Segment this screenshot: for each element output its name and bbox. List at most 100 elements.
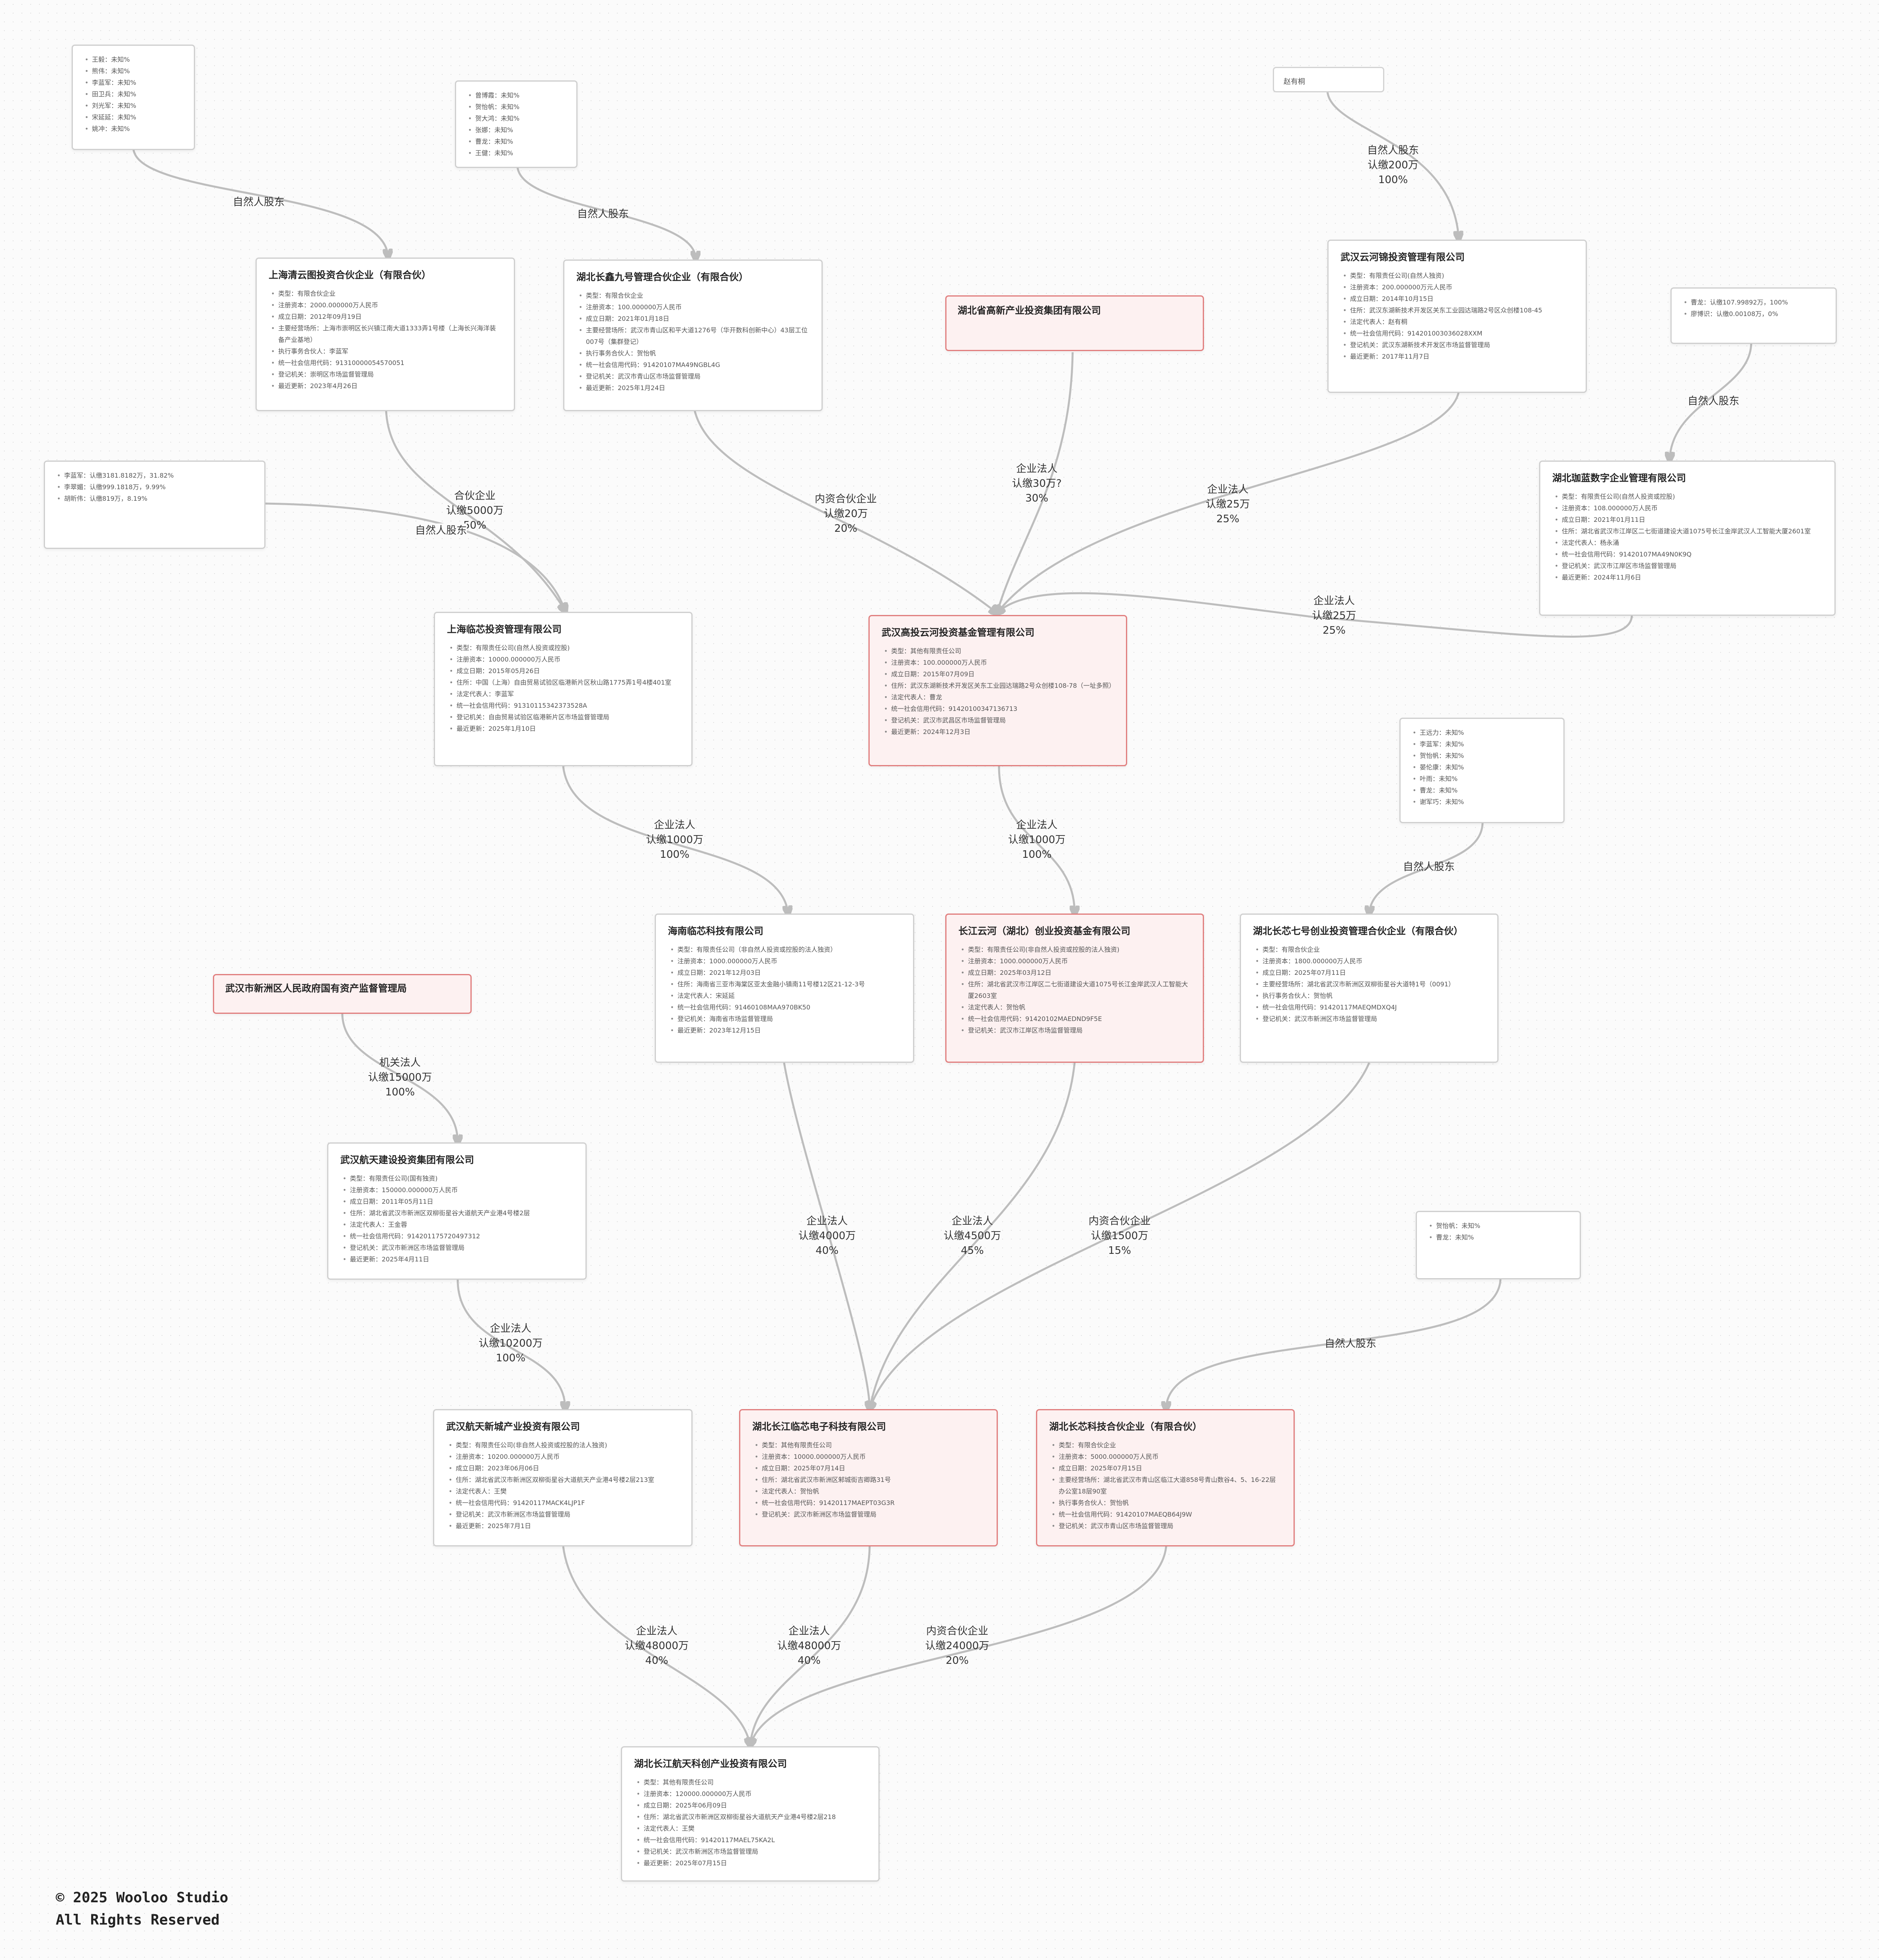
edge-label-percent: 45% bbox=[961, 1245, 984, 1257]
list-item: 曹龙：未知% bbox=[1410, 785, 1554, 796]
edge-label-percent: 30% bbox=[1025, 492, 1048, 504]
company-title: 湖北省高新产业投资集团有限公司 bbox=[958, 305, 1101, 316]
detail-item: 统一社会信用代码：914201003036028XXM bbox=[1340, 328, 1574, 339]
detail-item: 统一社会信用代码：91460108MAA970BK50 bbox=[668, 1001, 901, 1013]
detail-item: 主要经营场所：湖北省武汉市新洲区双柳街星谷大道特1号（0091） bbox=[1253, 978, 1485, 990]
detail-item: 成立日期：2011年05月11日 bbox=[340, 1196, 574, 1207]
company-title: 湖北长江航天科创产业投资有限公司 bbox=[634, 1758, 787, 1769]
detail-item: 法定代表人：王樊 bbox=[634, 1823, 866, 1834]
company-shanghai-qingyun[interactable]: 上海清云图投资合伙企业（有限合伙） 类型：有限合伙企业 注册资本：2000.00… bbox=[256, 258, 515, 411]
detail-item: 登记机关：武汉市青山区市场监督管理局 bbox=[576, 371, 810, 382]
detail-item: 执行事务合伙人：贺怡帆 bbox=[1049, 1497, 1282, 1509]
detail-item: 登记机关：武汉市青山区市场监督管理局 bbox=[1049, 1520, 1282, 1532]
detail-item: 统一社会信用代码：9142010034713671​3 bbox=[882, 703, 1114, 715]
edge-label-amount: 认缴15000万 bbox=[368, 1072, 432, 1083]
company-changjiang-yunhe[interactable]: 长江云河（湖北）创业投资基金有限公司 类型：有限责任公司(非自然人投资或控股的法… bbox=[945, 914, 1204, 1063]
company-details: 类型：有限责任公司(非自然人投资或控股的法人独资) 注册资本：10200.000… bbox=[446, 1439, 679, 1532]
shareholder-list-jialan[interactable]: 曹龙：认缴107.99892万，100% 廖博识：认缴0.00108万，0% bbox=[1670, 287, 1837, 344]
company-hubei-changxin-qihao[interactable]: 湖北长芯七号创业投资管理合伙企业（有限合伙） 类型：有限合伙企业 注册资本：18… bbox=[1240, 914, 1499, 1063]
detail-item: 法定代表人：贺怡帆 bbox=[752, 1486, 985, 1497]
company-wuhan-hangtian-xincheng[interactable]: 武汉航天新城产业投资有限公司 类型：有限责任公司(非自然人投资或控股的法人独资)… bbox=[433, 1409, 693, 1546]
detail-item: 注册资本：5000.000000万人民币 bbox=[1049, 1451, 1282, 1462]
company-wuhan-hangtian-group[interactable]: 武汉航天建设投资集团有限公司 类型：有限责任公司(国有独资) 注册资本：1500… bbox=[327, 1142, 587, 1280]
detail-item: 最近更新：2025年07月15日 bbox=[634, 1857, 866, 1869]
detail-item: 法定代表人：宋延延 bbox=[668, 990, 901, 1001]
company-wuhan-gaotou[interactable]: 武汉高投云河投资基金管理有限公司 类型：其他有限责任公司 注册资本：100.00… bbox=[868, 615, 1127, 766]
company-title: 湖北长江临芯电子科技有限公司 bbox=[752, 1421, 886, 1432]
edge-label-group-xincheng: 企业法人 认缴10200万 100% bbox=[479, 1322, 543, 1366]
list-item: 张娜：未知% bbox=[466, 124, 567, 136]
company-wuhan-yunhe-jinxiu[interactable]: 武汉云河锦投资管理有限公司 类型：有限责任公司(自然人独资) 注册资本：200.… bbox=[1327, 240, 1587, 393]
company-hubei-changxin-jiuhao[interactable]: 湖北长鑫九号管理合伙企业（有限合伙） 类型：有限合伙企业 注册资本：100.00… bbox=[563, 260, 823, 411]
list-item: 刘光军：未知% bbox=[82, 100, 184, 111]
shareholder-list: 曹龙：认缴107.99892万，100% 廖博识：认缴0.00108万，0% bbox=[1681, 297, 1826, 320]
company-details: 类型：其他有限责任公司 注册资本：10000.000000万人民币 成立日期：2… bbox=[752, 1439, 985, 1520]
list-item: 曾博霞：未知% bbox=[466, 90, 567, 101]
detail-item: 成立日期：2025年03月12日 bbox=[958, 967, 1191, 978]
edge-label-amount: 认缴48000万 bbox=[624, 1640, 689, 1652]
list-item: 叶雨：未知% bbox=[1410, 773, 1554, 785]
detail-item: 注册资本：108.000000万人民币 bbox=[1552, 502, 1822, 514]
list-item: 曹龙：未知% bbox=[1426, 1232, 1570, 1243]
footer: © 2025 Wooloo Studio All Rights Reserved bbox=[56, 1887, 228, 1931]
edge-label-amount: 认缴48000万 bbox=[777, 1640, 841, 1652]
detail-item: 法定代表人：王樊 bbox=[446, 1486, 679, 1497]
company-title: 湖北珈蓝数字企业管理有限公司 bbox=[1552, 472, 1686, 484]
shareholder-list-linxin[interactable]: 李蓝军：认缴3181.8182万，31.82% 李翠媚：认缴999.1818万，… bbox=[44, 461, 265, 549]
detail-item: 登记机关：自由贸易试验区临港新片区市场监督管理局 bbox=[447, 711, 679, 723]
company-title: 武汉云河锦投资管理有限公司 bbox=[1340, 252, 1465, 263]
list-item: 贺怡帆：未知% bbox=[1410, 750, 1554, 761]
company-title: 长江云河（湖北）创业投资基金有限公司 bbox=[958, 925, 1130, 937]
detail-item: 统一社会信用代码：91420107MA49NGBL4G bbox=[576, 359, 810, 371]
detail-item: 成立日期：2021年01月18日 bbox=[576, 313, 810, 324]
list-item: 王健：未知% bbox=[466, 147, 567, 159]
detail-item: 执行事务合伙人：贺怡帆 bbox=[1253, 990, 1485, 1001]
edge-label-type: 机关法人 bbox=[379, 1057, 421, 1069]
detail-item: 法定代表人：贺怡帆 bbox=[958, 1001, 1191, 1013]
edge-label-percent: 25% bbox=[1323, 625, 1346, 636]
detail-item: 登记机关：崇明区市场监督管理局 bbox=[269, 369, 502, 380]
company-hainan-linxin[interactable]: 海南临芯科技有限公司 类型：有限责任公司（非自然人投资或控股的法人独资） 注册资… bbox=[655, 914, 914, 1063]
edge-label-percent: 25% bbox=[1216, 513, 1239, 525]
shareholder-list-jiuhao[interactable]: 曾博霞：未知% 贺怡帆：未知% 贺大鸿：未知% 张娜：未知% 曹龙：未知% 王健… bbox=[455, 80, 578, 168]
company-hubei-gaoxin[interactable]: 湖北省高新产业投资集团有限公司 bbox=[945, 295, 1204, 351]
detail-item: 类型：有限责任公司(国有独资) bbox=[340, 1173, 574, 1184]
company-details: 类型：其他有限责任公司 注册资本：100.000000万人民币 成立日期：201… bbox=[882, 645, 1115, 738]
company-hubei-changjiang-linxin[interactable]: 湖北长江临芯电子科技有限公司 类型：其他有限责任公司 注册资本：10000.00… bbox=[739, 1409, 998, 1546]
shareholder-list-qingyun[interactable]: 王毅：未知% 熊伟：未知% 李蓝军：未知% 田卫兵：未知% 刘光军：未知% 宋延… bbox=[72, 45, 195, 150]
detail-item: 住所：武汉东湖新技术开发区关东工业园达瑞路2号区众创楼108-45 bbox=[1340, 305, 1574, 316]
detail-item: 统一社会信用代码：91420117572049731​2 bbox=[340, 1230, 574, 1242]
detail-item: 最近更新：2025年7月1日 bbox=[446, 1520, 679, 1532]
company-hubei-changjiang-hangtian[interactable]: 湖北长江航天科创产业投资有限公司 类型：其他有限责任公司 注册资本：120000… bbox=[621, 1746, 880, 1882]
detail-item: 住所：海南省三亚市海棠区亚太金融小镇南11号楼12区21-12-3号 bbox=[668, 978, 901, 990]
detail-item: 统一社会信用代码：91420107MAEQB64J9W bbox=[1049, 1509, 1282, 1520]
detail-item: 法定代表人：李蓝军 bbox=[447, 688, 679, 700]
detail-item: 成立日期：2014年10月15日 bbox=[1340, 293, 1574, 305]
edge-label-jialan-gaotou: 企业法人 认缴25万 25% bbox=[1312, 594, 1356, 638]
edge-label-changjiang-elec: 企业法人 认缴4500万 45% bbox=[944, 1214, 1001, 1258]
company-hubei-jialan[interactable]: 湖北珈蓝数字企业管理有限公司 类型：有限责任公司(自然人投资或控股) 注册资本：… bbox=[1539, 461, 1836, 616]
list-item: 李蓝军：认缴3181.8182万，31.82% bbox=[55, 470, 255, 481]
detail-item: 登记机关：海南省市场监督管理局 bbox=[668, 1013, 901, 1025]
detail-item: 注册资本：2000.000000万人民币 bbox=[269, 299, 502, 311]
list-item: 熊伟：未知% bbox=[82, 65, 184, 77]
list-item: 曹龙：认缴107.99892万，100% bbox=[1681, 297, 1826, 308]
company-hubei-changxin-hehuo[interactable]: 湖北长芯科技合伙企业（有限合伙） 类型：有限合伙企业 注册资本：5000.000… bbox=[1036, 1409, 1295, 1546]
edge-label-amount: 认缴5000万 bbox=[446, 505, 504, 517]
shareholder-list-qihao[interactable]: 王远力：未知% 李蓝军：未知% 贺怡帆：未知% 晏伦康：未知% 叶雨：未知% 曹… bbox=[1399, 718, 1565, 823]
detail-item: 成立日期：2021年01月11日 bbox=[1552, 514, 1822, 525]
list-item: 贺怡帆：未知% bbox=[466, 101, 567, 113]
edge-label-type: 自然人股东 bbox=[232, 196, 285, 208]
org-xinzhou-sasac[interactable]: 武汉市新洲区人民政府国有资产监督管理局 bbox=[213, 974, 472, 1014]
shareholder-list-hehuo[interactable]: 贺怡帆：未知% 曹龙：未知% bbox=[1416, 1211, 1581, 1279]
detail-item: 统一社会信用代码：91420102MAEDND9F5E bbox=[958, 1013, 1191, 1025]
list-item: 晏伦康：未知% bbox=[1410, 761, 1554, 773]
company-title: 湖北长芯七号创业投资管理合伙企业（有限合伙） bbox=[1253, 925, 1463, 937]
edge-label-xincheng-final: 企业法人 认缴48000万 40% bbox=[625, 1624, 689, 1668]
company-details: 类型：有限责任公司(自然人投资或控股) 注册资本：108.000000万人民币 … bbox=[1552, 491, 1822, 583]
detail-item: 统一社会信用代码：91310000054570051 bbox=[269, 357, 502, 369]
zhao-youtong-box[interactable]: 赵有桐 bbox=[1273, 67, 1384, 92]
detail-item: 成立日期：2023年06月06日 bbox=[446, 1462, 679, 1474]
company-shanghai-linxin[interactable]: 上海临芯投资管理有限公司 类型：有限责任公司(自然人投资或控股) 注册资本：10… bbox=[434, 612, 693, 766]
company-details: 类型：有限合伙企业 注册资本：100.000000万人民币 成立日期：2021年… bbox=[576, 290, 810, 394]
